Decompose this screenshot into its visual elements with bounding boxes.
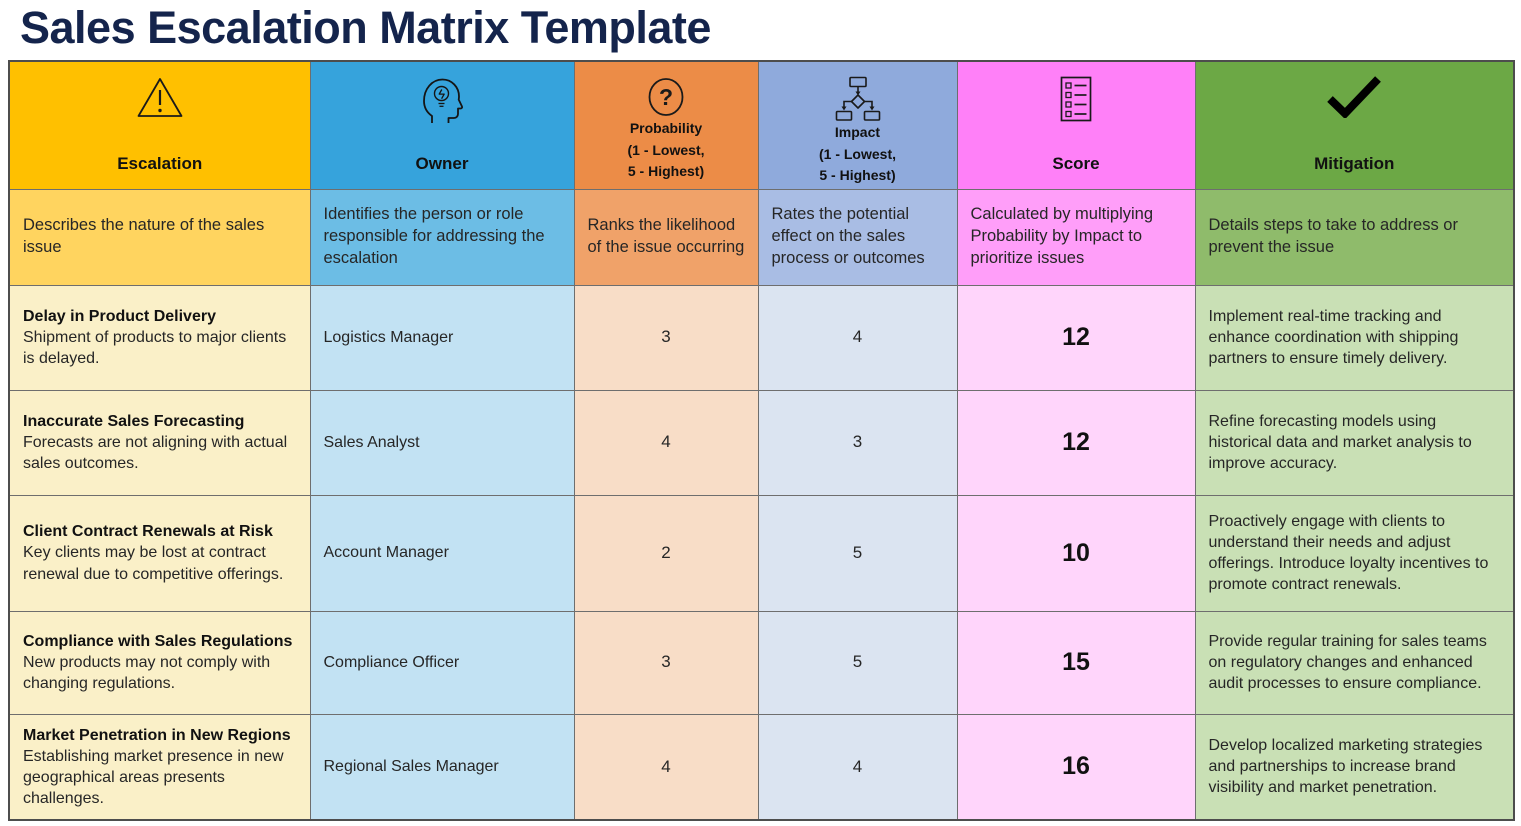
impact-cell: 4 <box>757 713 958 821</box>
warning-triangle-icon <box>136 76 184 120</box>
probability-description: Ranks the likelihood of the issue occurr… <box>573 188 759 286</box>
page-title: Sales Escalation Matrix Template <box>20 2 711 53</box>
escalation-detail: Shipment of products to major clients is… <box>23 328 287 368</box>
column-header-label: Impact (1 - Lowest, 5 - Highest) <box>818 124 896 184</box>
owner-cell: Account Manager <box>309 494 575 612</box>
score-cell: 10 <box>956 494 1196 612</box>
owner-cell: Logistics Manager <box>309 284 575 391</box>
escalation-cell: Client Contract Renewals at Risk Key cli… <box>8 494 311 612</box>
owner-description: Identifies the person or role responsibl… <box>309 188 575 286</box>
escalation-title: Delay in Product Delivery <box>23 307 216 325</box>
mitigation-cell: Proactively engage with clients to under… <box>1194 494 1515 612</box>
table-row: Client Contract Renewals at Risk Key cli… <box>8 494 1515 612</box>
impact-cell: 5 <box>757 494 958 612</box>
column-header-label: Score <box>1052 153 1100 173</box>
mitigation-cell: Provide regular training for sales teams… <box>1194 610 1515 715</box>
owner-cell: Compliance Officer <box>309 610 575 715</box>
probability-cell: 2 <box>573 494 759 612</box>
checklist-icon <box>1058 76 1094 122</box>
mitigation-cell: Refine forecasting models using historic… <box>1194 389 1515 496</box>
escalation-title: Market Penetration in New Regions <box>23 726 291 744</box>
escalation-cell: Market Penetration in New Regions Establ… <box>8 713 311 821</box>
escalation-detail: New products may not comply with changin… <box>23 653 271 693</box>
mitigation-cell: Implement real-time tracking and enhance… <box>1194 284 1515 391</box>
escalation-cell: Compliance with Sales Regulations New pr… <box>8 610 311 715</box>
table-row: Market Penetration in New Regions Establ… <box>8 713 1515 821</box>
escalation-detail: Forecasts are not aligning with actual s… <box>23 433 288 473</box>
probability-cell: 3 <box>573 610 759 715</box>
table-row: Compliance with Sales Regulations New pr… <box>8 610 1515 715</box>
score-cell: 12 <box>956 284 1196 391</box>
svg-text:?: ? <box>659 84 673 110</box>
column-header-escalation: Escalation <box>8 60 311 190</box>
score-cell: 15 <box>956 610 1196 715</box>
header-row: Escalation Owner <box>8 60 1515 190</box>
column-header-mitigation: Mitigation <box>1194 60 1515 190</box>
escalation-title: Client Contract Renewals at Risk <box>23 523 273 541</box>
probability-cell: 3 <box>573 284 759 391</box>
mitigation-description: Details steps to take to address or prev… <box>1194 188 1515 286</box>
probability-cell: 4 <box>573 389 759 496</box>
escalation-title: Inaccurate Sales Forecasting <box>23 412 245 430</box>
column-header-label: Escalation <box>117 153 203 173</box>
impact-cell: 3 <box>757 389 958 496</box>
escalation-title: Compliance with Sales Regulations <box>23 632 293 650</box>
column-header-owner: Owner <box>309 60 575 190</box>
flowchart-icon <box>835 76 881 122</box>
escalation-matrix-table: Escalation Owner <box>8 60 1515 821</box>
score-cell: 12 <box>956 389 1196 496</box>
table-row: Delay in Product Delivery Shipment of pr… <box>8 284 1515 391</box>
impact-description: Rates the potential effect on the sales … <box>757 188 958 286</box>
column-header-label: Owner <box>415 153 469 173</box>
probability-cell: 4 <box>573 713 759 821</box>
impact-cell: 5 <box>757 610 958 715</box>
checkmark-icon <box>1325 76 1383 118</box>
question-circle-icon: ? <box>646 76 686 118</box>
escalation-cell: Inaccurate Sales Forecasting Forecasts a… <box>8 389 311 496</box>
score-description: Calculated by multiplying Probability by… <box>956 188 1196 286</box>
escalation-detail: Key clients may be lost at contract rene… <box>23 544 284 583</box>
mitigation-cell: Develop localized marketing strategies a… <box>1194 713 1515 821</box>
escalation-description: Describes the nature of the sales issue <box>8 188 311 286</box>
column-header-score: Score <box>956 60 1196 190</box>
table-row: Inaccurate Sales Forecasting Forecasts a… <box>8 389 1515 496</box>
owner-cell: Regional Sales Manager <box>309 713 575 821</box>
escalation-cell: Delay in Product Delivery Shipment of pr… <box>8 284 311 391</box>
head-idea-icon <box>420 76 464 124</box>
column-header-impact: Impact (1 - Lowest, 5 - Highest) <box>757 60 958 190</box>
column-header-probability: ? Probability (1 - Lowest, 5 - Highest) <box>573 60 759 190</box>
column-header-label: Probability (1 - Lowest, 5 - Highest) <box>627 120 705 180</box>
escalation-detail: Establishing market presence in new geog… <box>23 747 284 807</box>
impact-cell: 4 <box>757 284 958 391</box>
description-row: Describes the nature of the sales issue … <box>8 188 1515 286</box>
score-cell: 16 <box>956 713 1196 821</box>
owner-cell: Sales Analyst <box>309 389 575 496</box>
column-header-label: Mitigation <box>1314 153 1395 173</box>
